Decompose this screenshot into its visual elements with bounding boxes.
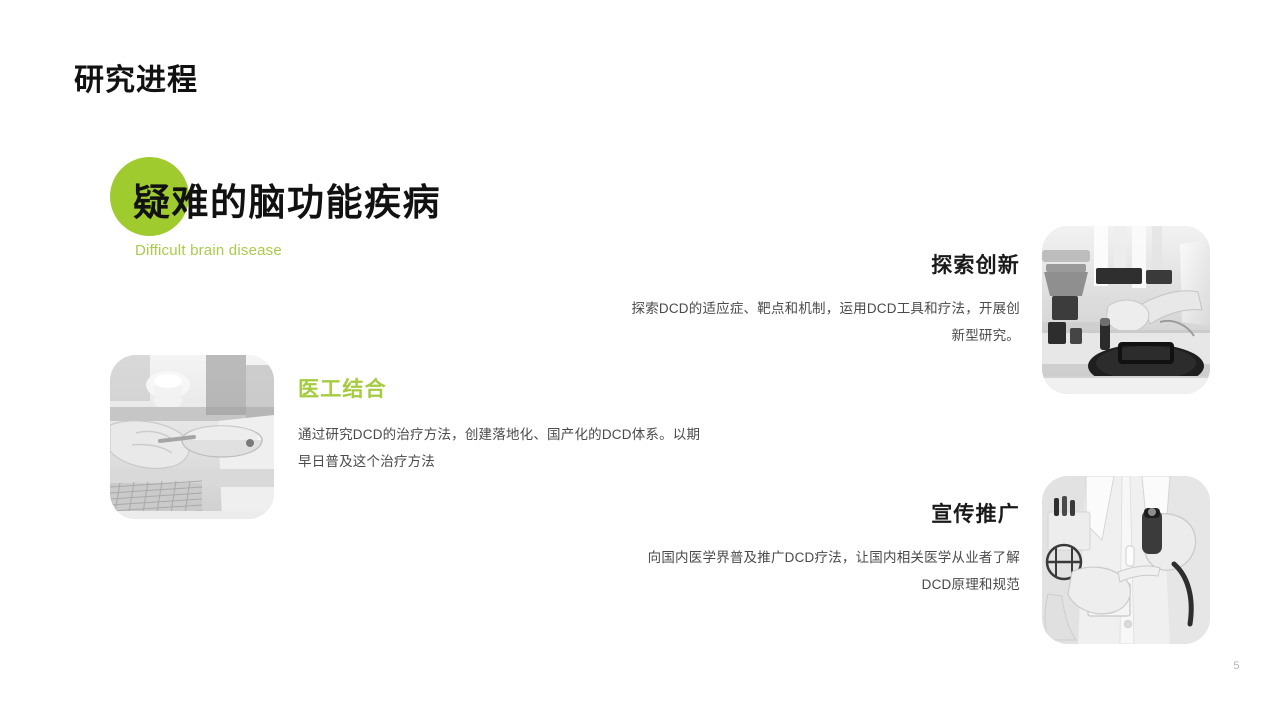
green-circle-decoration xyxy=(110,157,189,236)
page-number: 5 xyxy=(1233,660,1240,672)
photo-petri-dish xyxy=(110,355,274,519)
lab-analyzer-illustration xyxy=(1042,226,1210,394)
photo-doctor-device xyxy=(1042,476,1210,644)
hero-title: 疑难的脑功能疾病 xyxy=(133,182,441,223)
section-body-promote: 向国内医学界普及推广DCD疗法，让国内相关医学从业者了解DCD原理和规范 xyxy=(647,550,1020,593)
hero-subtitle: Difficult brain disease xyxy=(135,242,282,259)
section-title-explore: 探索创新 xyxy=(931,254,1020,277)
section-medical-engineering: 医工结合 通过研究DCD的治疗方法，创建落地化、国产化的DCD体系。以期早日普及… xyxy=(298,376,708,475)
section-body-medeng: 通过研究DCD的治疗方法，创建落地化、国产化的DCD体系。以期早日普及这个治疗方… xyxy=(298,427,701,470)
page-title: 研究进程 xyxy=(74,64,198,97)
section-title-promote: 宣传推广 xyxy=(931,503,1020,526)
section-body-explore: 探索DCD的适应症、靶点和机制，运用DCD工具和疗法，开展创新型研究。 xyxy=(631,301,1020,344)
hero-heading: 疑难的脑功能疾病 Difficult brain disease xyxy=(110,157,630,277)
section-explore-innovation: 探索创新 探索DCD的适应症、靶点和机制，运用DCD工具和疗法，开展创新型研究。 xyxy=(620,252,1020,349)
photo-lab-analyzer xyxy=(1042,226,1210,394)
doctor-device-illustration xyxy=(1042,476,1210,644)
petri-dish-illustration xyxy=(110,355,274,519)
section-promotion: 宣传推广 向国内医学界普及推广DCD疗法，让国内相关医学从业者了解DCD原理和规… xyxy=(620,501,1020,598)
section-title-medeng: 医工结合 xyxy=(298,378,387,401)
